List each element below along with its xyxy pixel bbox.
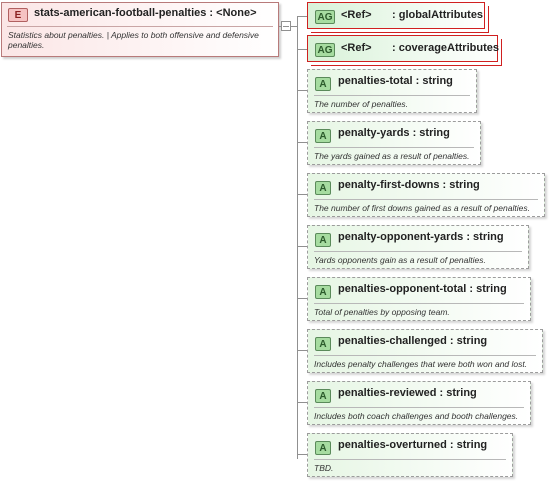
divider <box>314 303 524 304</box>
attribute-description: The number of penalties. <box>314 99 409 109</box>
attribute-description: Yards opponents gain as a result of pena… <box>314 255 486 265</box>
attribute-name: penalties-total : string <box>338 75 453 87</box>
branch-ag-1 <box>297 16 307 17</box>
attribute-name: penalty-first-downs : string <box>338 179 480 191</box>
branch-attr-2 <box>297 142 307 143</box>
branch-attr-5 <box>297 298 307 299</box>
element-box[interactable]: E stats-american-football-penalties : <N… <box>1 2 279 57</box>
attribute-description: The number of first downs gained as a re… <box>314 203 530 213</box>
attribute-group-global[interactable]: AG <Ref> : globalAttributes <box>307 2 485 29</box>
divider <box>314 459 506 460</box>
attribute-penalties-total[interactable]: A penalties-total : string The number of… <box>307 69 477 113</box>
divider <box>314 407 524 408</box>
attribute-penalty-first-downs[interactable]: A penalty-first-downs : string The numbe… <box>307 173 545 217</box>
attribute-description: Total of penalties by opposing team. <box>314 307 450 317</box>
attribute-penalty-yards[interactable]: A penalty-yards : string The yards gaine… <box>307 121 481 165</box>
divider <box>7 26 273 27</box>
branch-attr-8 <box>297 454 307 455</box>
attribute-penalties-reviewed[interactable]: A penalties-reviewed : string Includes b… <box>307 381 531 425</box>
connector-stub <box>291 26 297 27</box>
connector-trunk <box>297 16 298 459</box>
attribute-description: The yards gained as a result of penaltie… <box>314 151 470 161</box>
divider <box>314 251 522 252</box>
attribute-penalties-challenged[interactable]: A penalties-challenged : string Includes… <box>307 329 543 373</box>
divider <box>314 199 538 200</box>
group-name: : coverageAttributes <box>392 42 499 54</box>
branch-attr-4 <box>297 246 307 247</box>
attribute-group-badge: AG <box>315 43 335 57</box>
element-title: stats-american-football-penalties : <Non… <box>34 7 257 19</box>
attribute-badge: A <box>315 129 331 143</box>
ref-label: <Ref> <box>341 42 372 54</box>
branch-ag-2 <box>297 49 307 50</box>
group-name: : globalAttributes <box>392 9 484 21</box>
attribute-badge: A <box>315 337 331 351</box>
attribute-name: penalty-yards : string <box>338 127 450 139</box>
attribute-name: penalties-overturned : string <box>338 439 488 451</box>
branch-attr-3 <box>297 194 307 195</box>
divider <box>314 95 470 96</box>
attribute-description: Includes both coach challenges and booth… <box>314 411 519 421</box>
attribute-penalties-opponent-total[interactable]: A penalties-opponent-total : string Tota… <box>307 277 531 321</box>
attribute-badge: A <box>315 285 331 299</box>
attribute-name: penalty-opponent-yards : string <box>338 231 504 243</box>
divider <box>314 147 474 148</box>
attribute-penalties-overturned[interactable]: A penalties-overturned : string TBD. <box>307 433 513 477</box>
ref-label: <Ref> <box>341 9 372 21</box>
attribute-name: penalties-reviewed : string <box>338 387 477 399</box>
attribute-description: Includes penalty challenges that were bo… <box>314 359 528 369</box>
branch-attr-6 <box>297 350 307 351</box>
attribute-description: TBD. <box>314 463 334 473</box>
attribute-badge: A <box>315 389 331 403</box>
element-description: Statistics about penalties. | Applies to… <box>8 30 259 50</box>
connector-out <box>279 26 282 27</box>
branch-attr-1 <box>297 90 307 91</box>
attribute-group-coverage[interactable]: AG <Ref> : coverageAttributes <box>307 35 499 62</box>
attribute-name: penalties-opponent-total : string <box>338 283 507 295</box>
attribute-badge: A <box>315 233 331 247</box>
attribute-badge: A <box>315 441 331 455</box>
attribute-penalty-opponent-yards[interactable]: A penalty-opponent-yards : string Yards … <box>307 225 529 269</box>
sequence-joint[interactable] <box>281 21 291 31</box>
attribute-group-badge: AG <box>315 10 335 24</box>
attribute-name: penalties-challenged : string <box>338 335 488 347</box>
attribute-badge: A <box>315 77 331 91</box>
divider <box>314 355 536 356</box>
branch-attr-7 <box>297 402 307 403</box>
attribute-badge: A <box>315 181 331 195</box>
element-badge: E <box>8 8 28 22</box>
